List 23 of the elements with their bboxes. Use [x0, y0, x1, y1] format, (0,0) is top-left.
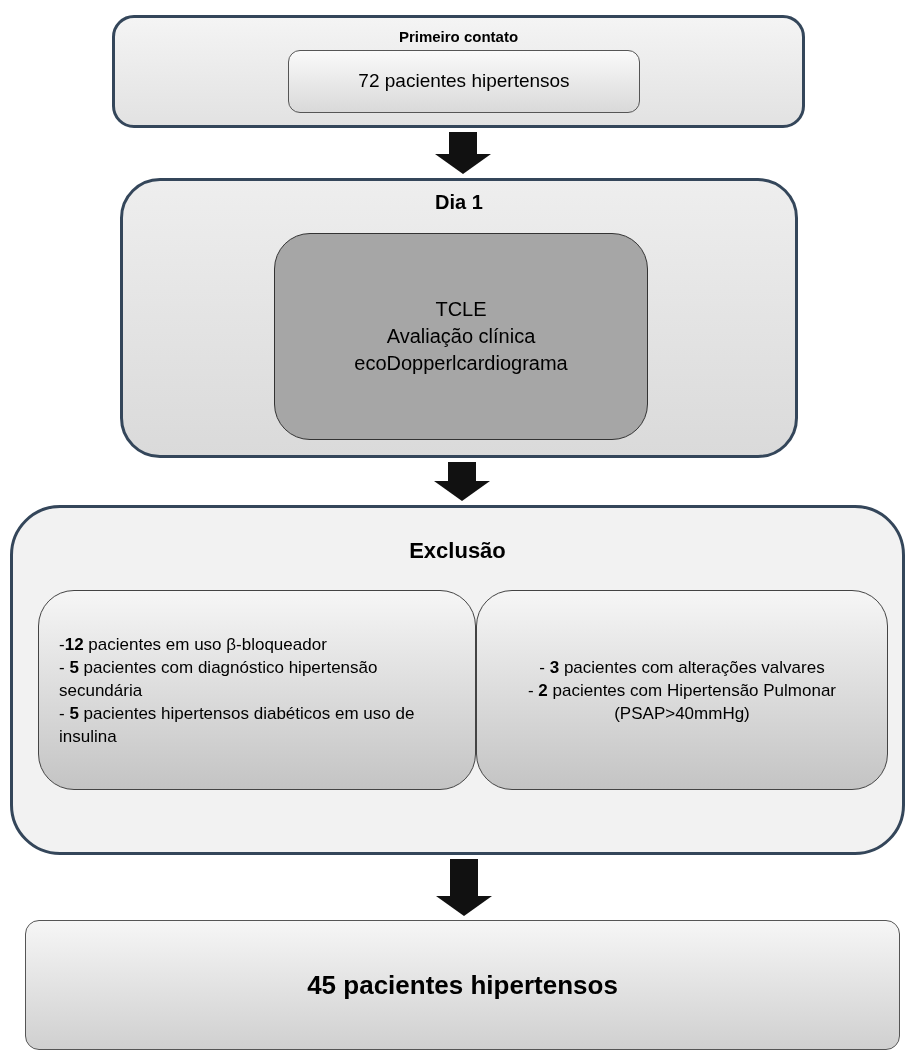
node-label: 72 pacientes hipertensos [358, 69, 570, 94]
list-item: - 2 pacientes com Hipertensão Pulmonar (PSAP>40mmHg) [527, 679, 837, 725]
heading: Dia 1 [435, 190, 483, 215]
node-label: TCLE [435, 297, 487, 322]
list-item: - 5 pacientes hipertensos diabéticos em uso de insulina [59, 702, 416, 748]
heading: Primeiro contato [398, 27, 519, 47]
node-label: Avaliação clínica [386, 324, 536, 349]
list-item: -12 pacientes em uso β-bloqueador [59, 633, 328, 656]
stage-panel [120, 178, 798, 458]
block-arrow [436, 859, 492, 916]
list-item: - 3 pacientes com alterações valvares [539, 656, 825, 679]
stage-panel [10, 505, 905, 855]
block-arrow [434, 462, 490, 501]
node-label: ecoDopperlcardiograma [354, 351, 568, 376]
block-arrow [435, 132, 491, 174]
node-label: 45 pacientes hipertensos [307, 968, 618, 1002]
criteria-box [476, 590, 888, 790]
process-box [274, 233, 648, 440]
heading: Exclusão [409, 537, 506, 565]
result-box [25, 920, 900, 1050]
criteria-box [38, 590, 476, 790]
process-box [288, 50, 640, 113]
stage-panel [112, 15, 805, 128]
